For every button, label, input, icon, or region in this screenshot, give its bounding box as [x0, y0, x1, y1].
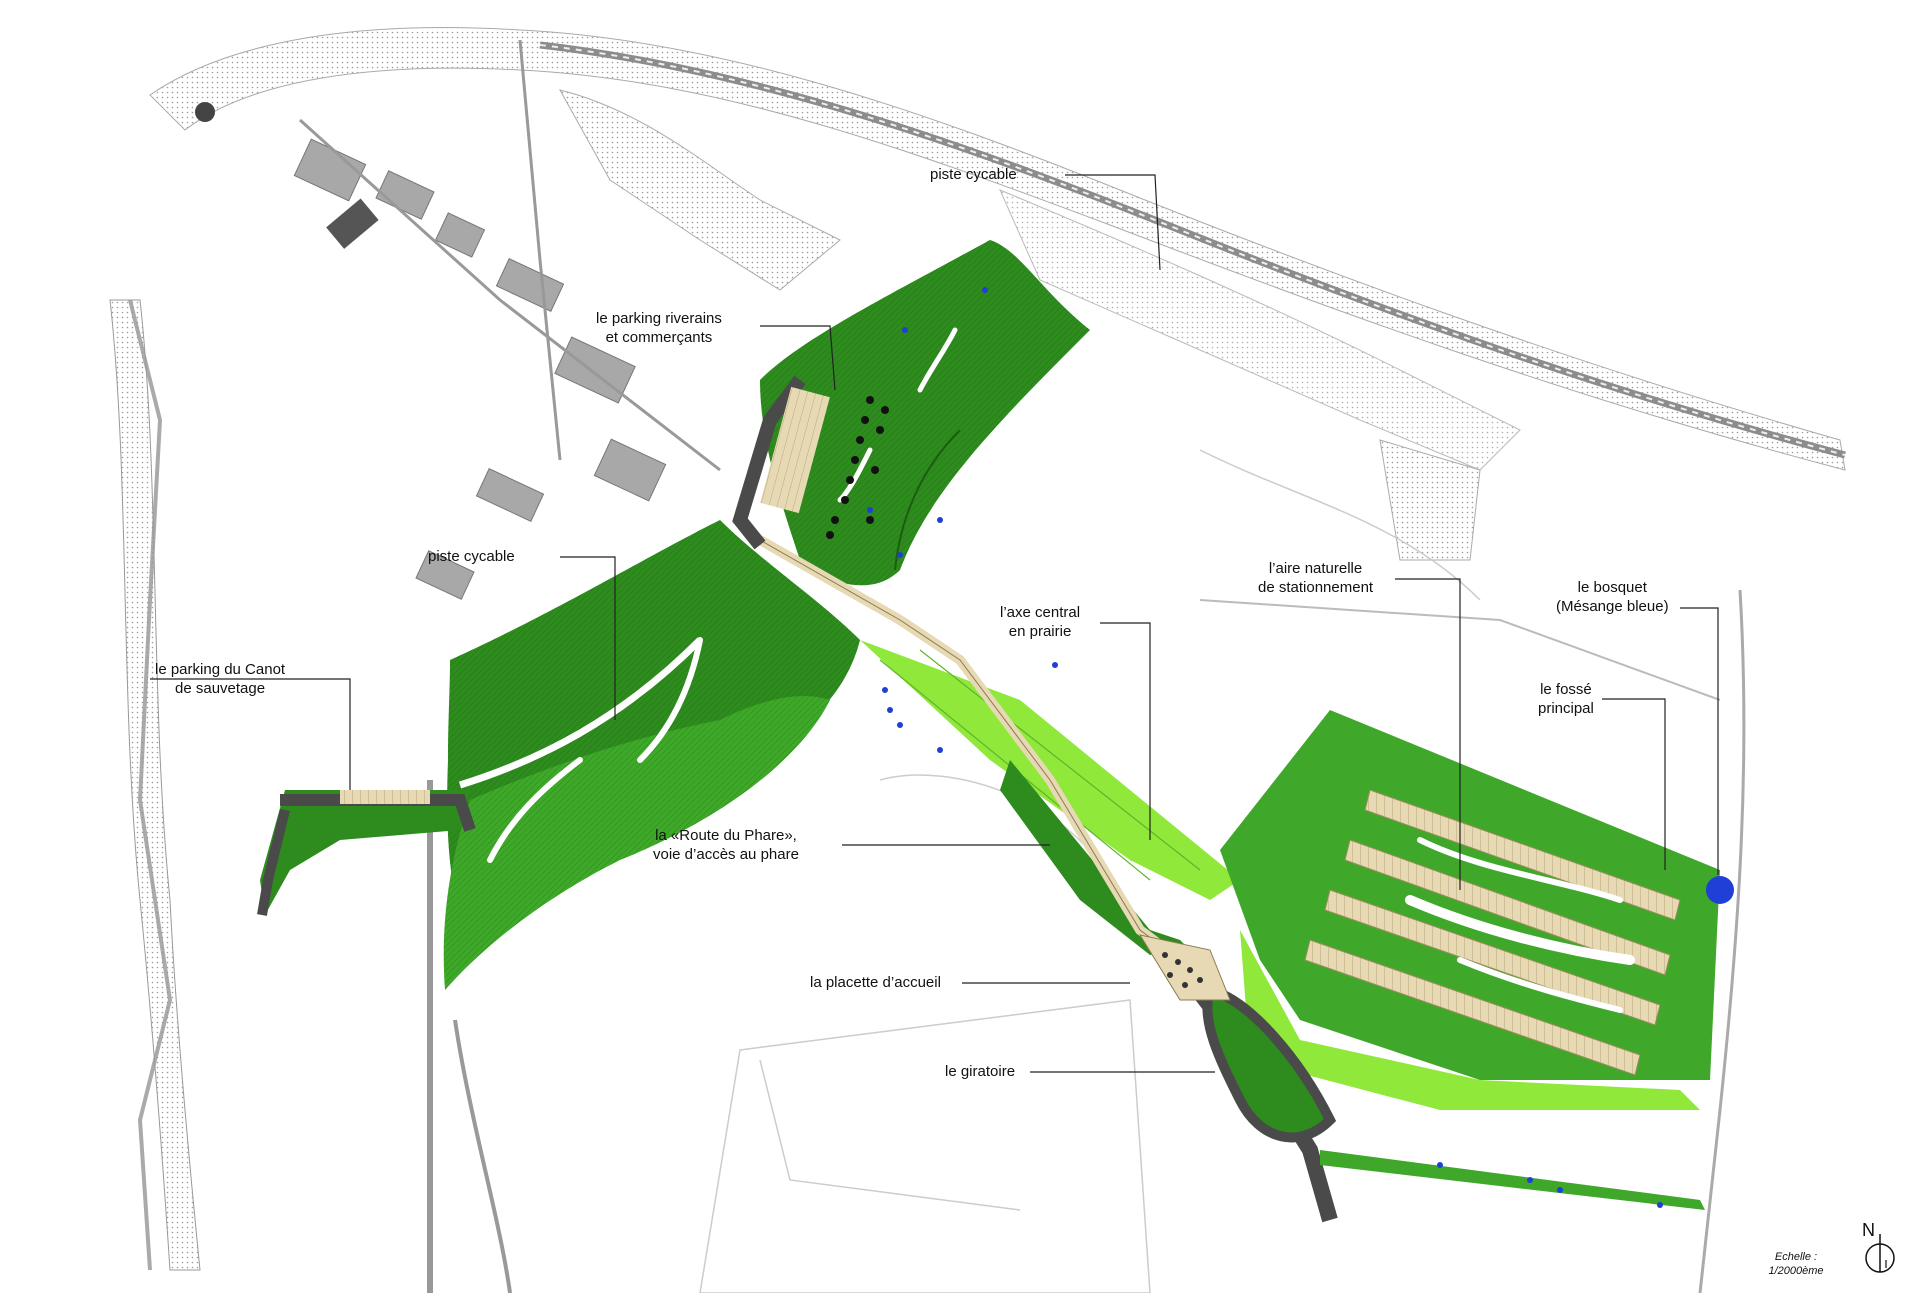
base-road	[453, 1019, 512, 1293]
fosse-swale	[1457, 957, 1623, 1013]
base-map	[109, 27, 1846, 1293]
axe-central-prairie	[860, 640, 1240, 900]
placette-accueil	[1138, 934, 1231, 1001]
label-piste-cyclable-west: piste cycable	[428, 547, 515, 566]
canot-road-south	[257, 808, 290, 916]
leader-lines	[150, 174, 1719, 1073]
label-text: piste cycable	[428, 548, 515, 565]
label-route-du-phare: la «Route du Phare», voie d’accès au pha…	[653, 826, 799, 864]
west-seawall	[109, 299, 201, 1271]
label-text: (Mésange bleue)	[1556, 598, 1669, 615]
north-arrow-icon: N	[1860, 1220, 1900, 1280]
gray-vegetation	[559, 89, 841, 291]
label-text: la «Route du Phare»,	[655, 827, 797, 844]
scale-note: Echelle : 1/2000ème	[1746, 1250, 1846, 1278]
label-placette-accueil: la placette d’accueil	[810, 973, 941, 992]
green-strip-route	[1000, 760, 1190, 955]
label-text: le fossé	[1540, 681, 1592, 698]
placette-trees	[1162, 952, 1203, 988]
base-road	[298, 118, 721, 472]
label-piste-cyclable-north: piste cycable	[930, 165, 1017, 184]
parking-trees	[826, 396, 889, 539]
scale-label: Echelle :	[1774, 1251, 1818, 1263]
label-text: le parking riverains	[596, 310, 722, 327]
south-verge	[1320, 1150, 1705, 1210]
buildings	[293, 138, 667, 600]
label-text: de sauvetage	[175, 680, 266, 697]
gray-vegetation	[1379, 439, 1481, 561]
label-text: l’aire naturelle	[1268, 560, 1363, 577]
base-road	[518, 39, 562, 461]
label-text: la placette d’accueil	[810, 974, 941, 991]
fosse-swale	[1405, 895, 1635, 965]
label-text: voie d’accès au phare	[653, 846, 799, 863]
lighthouse-building	[326, 198, 379, 249]
gray-vegetation	[999, 189, 1521, 471]
canot-parking-spaces	[340, 790, 430, 804]
bosquet-marker	[1706, 876, 1734, 904]
parking-riverains-spaces	[760, 386, 830, 514]
parking-riverains-road	[732, 375, 806, 550]
lighthouse-tower	[195, 102, 215, 122]
label-aire-naturelle: l’aire naturelle de stationnement	[1258, 559, 1373, 597]
label-text: de stationnement	[1258, 579, 1374, 596]
label-parking-canot: le parking du Canot de sauvetage	[155, 660, 285, 698]
route-du-phare	[757, 535, 1183, 964]
label-axe-central: l’axe central en prairie	[1000, 603, 1080, 641]
label-text: le giratoire	[945, 1063, 1016, 1080]
bike-path	[458, 637, 703, 789]
parking-rows	[1304, 789, 1681, 1076]
fosse-swale	[1417, 837, 1623, 903]
label-text: le bosquet	[1577, 579, 1647, 596]
label-text: en prairie	[1008, 623, 1072, 640]
project-roads	[257, 375, 1705, 1223]
label-text: piste cycable	[930, 166, 1017, 183]
scale-value: 1/2000ème	[1768, 1265, 1824, 1277]
giratoire-loop	[1202, 984, 1337, 1143]
base-road	[1199, 599, 1721, 701]
base-road	[1698, 589, 1746, 1293]
label-giratoire: le giratoire	[945, 1062, 1015, 1081]
label-text: principal	[1538, 700, 1594, 717]
coastal-dune	[149, 27, 1846, 471]
label-parking-riverains: le parking riverains et commerçants	[596, 309, 722, 347]
green-area-canot	[260, 790, 470, 915]
label-text: le parking du Canot	[155, 661, 286, 678]
label-bosquet: le bosquet (Mésange bleue)	[1556, 578, 1669, 616]
north-letter: N	[1862, 1220, 1875, 1240]
label-text: l’axe central	[1000, 604, 1081, 621]
label-fosse: le fossé principal	[1538, 680, 1594, 718]
label-text: et commerçants	[605, 329, 713, 346]
